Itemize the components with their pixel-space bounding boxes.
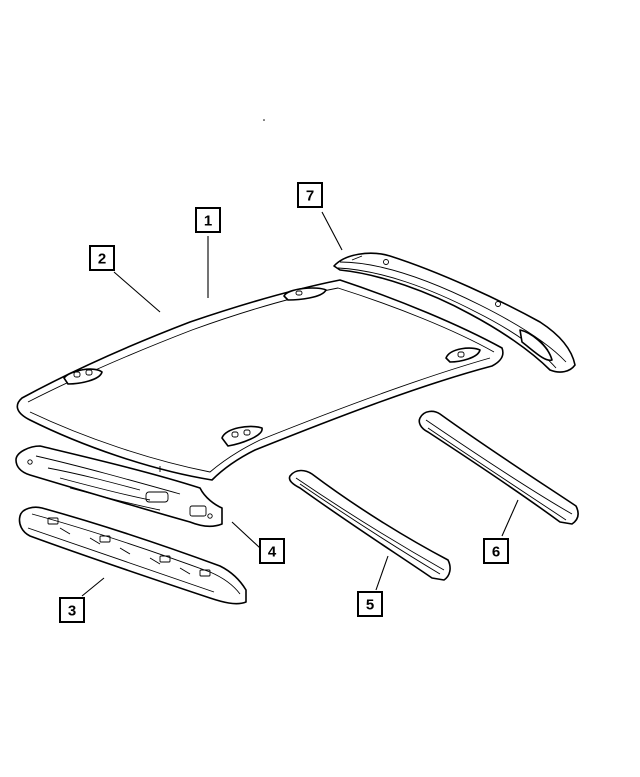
callout-label: 2: [98, 251, 106, 268]
leader-line-3: [81, 577, 105, 597]
callout-6: 6: [483, 538, 509, 564]
callout-label: 4: [268, 544, 277, 561]
roof-bow-6: [418, 410, 579, 525]
leader-line-4: [231, 521, 261, 549]
front-header: [333, 252, 576, 373]
callout-2: 2: [89, 245, 115, 271]
leader-line-6: [501, 499, 519, 537]
callout-7: 7: [297, 182, 323, 208]
roof-bow-5: [288, 469, 451, 581]
rear-header-panel: [15, 445, 223, 527]
roof-panel: [16, 279, 504, 481]
callout-3: 3: [59, 597, 85, 623]
rear-header-reinforcement: [18, 506, 247, 605]
callout-label: 5: [366, 597, 374, 614]
callout-label: 1: [204, 213, 212, 230]
stray-dot: [263, 119, 265, 121]
callout-label: 7: [306, 188, 314, 205]
leader-line-2: [113, 271, 161, 313]
callout-4: 4: [259, 538, 285, 564]
callout-label: 3: [68, 603, 76, 620]
callout-1: 1: [195, 207, 221, 233]
callout-5: 5: [357, 591, 383, 617]
leader-line-7: [321, 211, 343, 251]
leader-line-5: [375, 555, 389, 591]
callout-label: 6: [492, 544, 500, 561]
